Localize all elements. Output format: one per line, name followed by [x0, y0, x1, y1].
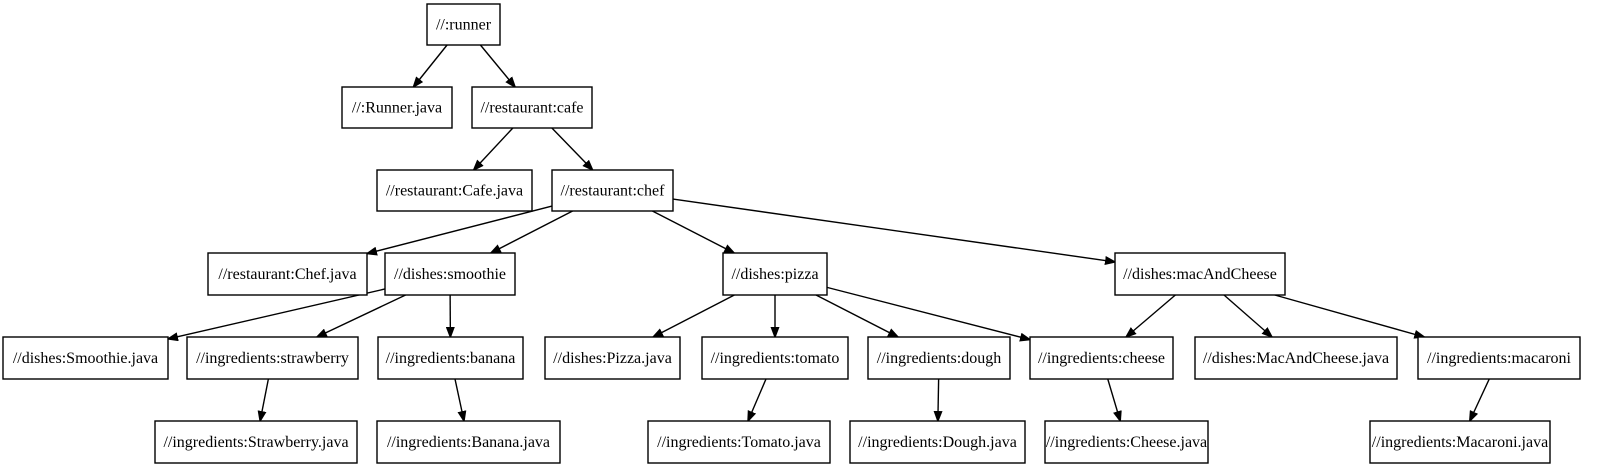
- edge-cheese--cheese-java: [1107, 378, 1122, 423]
- graph-node-box: [186, 336, 359, 380]
- edge-mac-and-cheese--mac-and-cheese-java: [1223, 294, 1274, 339]
- graph-node-strawberry: //ingredients:strawberry: [186, 336, 359, 380]
- edge-mac-and-cheese--cheese: [1124, 294, 1176, 339]
- graph-node-label: //ingredients:Strawberry.java: [163, 434, 348, 451]
- graph-node-macaroni: //ingredients:macaroni: [1417, 336, 1581, 380]
- edge-strawberry--strawberry-java: [257, 378, 270, 423]
- graph-node-label: //ingredients:banana: [386, 350, 516, 367]
- edge-pizza--cheese: [826, 286, 1032, 342]
- edge-chef--mac-and-cheese: [672, 198, 1117, 265]
- graph-node-box: [544, 336, 681, 380]
- graph-node-box: [384, 252, 516, 296]
- graph-node-label: //dishes:Smoothie.java: [13, 350, 158, 367]
- graph-node-pizza-java: //dishes:Pizza.java: [544, 336, 681, 380]
- edge-chef--chef-java: [365, 205, 553, 256]
- graph-node-cheese-java: //ingredients:Cheese.java: [1044, 420, 1209, 464]
- edge-mac-and-cheese--macaroni: [1274, 294, 1427, 339]
- graph-node-box: [376, 169, 533, 212]
- edge-banana--banana-java: [454, 378, 467, 423]
- graph-node-label: //dishes:macAndCheese: [1123, 266, 1277, 283]
- graph-node-box: [207, 252, 368, 296]
- graph-node-label: //dishes:pizza: [731, 266, 818, 283]
- graph-node-box: [849, 420, 1026, 464]
- graph-node-chef-java: //restaurant:Chef.java: [207, 252, 368, 296]
- graph-node-dough-java: //ingredients:Dough.java: [849, 420, 1026, 464]
- graph-node-runner-java: //:Runner.java: [341, 86, 453, 129]
- edge-smoothie--strawberry: [315, 294, 406, 338]
- edge-tomato--tomato-java: [747, 378, 767, 423]
- graph-node-box: [2, 336, 169, 380]
- graph-node-label: //restaurant:Cafe.java: [386, 183, 523, 200]
- graph-node-label: //:Runner.java: [352, 100, 442, 117]
- graph-node-label: //dishes:Pizza.java: [553, 350, 672, 367]
- graph-node-label: //restaurant:cafe: [480, 100, 583, 117]
- graph-node-label: //ingredients:Macaroni.java: [1372, 434, 1548, 451]
- edge-pizza--dough: [815, 294, 900, 338]
- graph-node-box: [471, 86, 593, 129]
- graph-node-label: //ingredients:tomato: [711, 350, 840, 367]
- graph-node-box: [647, 420, 831, 464]
- edge-pizza--pizza-java: [651, 294, 735, 338]
- graph-node-mac-and-cheese-java: //dishes:MacAndCheese.java: [1194, 336, 1398, 380]
- edge-chef--smoothie: [489, 210, 573, 254]
- graph-node-box: [154, 420, 358, 464]
- graph-node-box: [722, 252, 828, 296]
- graph-node-runner: //:runner: [426, 3, 501, 46]
- edge-cafe--cafe-java: [472, 127, 514, 172]
- graph-node-cafe-java: //restaurant:Cafe.java: [376, 169, 533, 212]
- graph-node-label: //ingredients:macaroni: [1427, 350, 1572, 367]
- graph-node-box: [1194, 336, 1398, 380]
- graph-node-box: [377, 336, 524, 380]
- edge-smoothie--smoothie-java: [166, 288, 386, 342]
- edge-runner--runner-java: [412, 44, 448, 89]
- graph-node-smoothie-java: //dishes:Smoothie.java: [2, 336, 169, 380]
- graph-node-chef: //restaurant:chef: [551, 169, 674, 212]
- graph-node-tomato-java: //ingredients:Tomato.java: [647, 420, 831, 464]
- graph-node-box: [376, 420, 561, 464]
- graph-node-tomato: //ingredients:tomato: [701, 336, 849, 380]
- graph-node-label: //ingredients:cheese: [1038, 350, 1165, 367]
- graph-node-box: [551, 169, 674, 212]
- graph-node-box: [1417, 336, 1581, 380]
- graph-node-box: [1369, 420, 1551, 464]
- graph-node-label: //ingredients:Banana.java: [387, 434, 550, 451]
- edge-runner--cafe: [479, 44, 517, 89]
- edge-cafe--chef: [551, 127, 595, 172]
- graph-node-box: [1029, 336, 1174, 380]
- graph-node-label: //ingredients:Cheese.java: [1046, 434, 1207, 451]
- edge-macaroni--macaroni-java: [1468, 378, 1490, 423]
- graph-node-cheese: //ingredients:cheese: [1029, 336, 1174, 380]
- graph-node-label: //ingredients:Tomato.java: [657, 434, 821, 451]
- graph-node-box: [426, 3, 501, 46]
- graph-node-box: [867, 336, 1011, 380]
- graph-node-label: //dishes:smoothie: [394, 266, 506, 283]
- graph-node-label: //dishes:MacAndCheese.java: [1203, 350, 1389, 367]
- edge-chef--pizza: [652, 210, 736, 254]
- graph-node-smoothie: //dishes:smoothie: [384, 252, 516, 296]
- graph-node-box: [701, 336, 849, 380]
- graph-node-box: [1044, 420, 1209, 464]
- graph-node-mac-and-cheese: //dishes:macAndCheese: [1114, 252, 1286, 296]
- graph-node-label: //ingredients:Dough.java: [858, 434, 1017, 451]
- graph-node-macaroni-java: //ingredients:Macaroni.java: [1369, 420, 1551, 464]
- graph-node-dough: //ingredients:dough: [867, 336, 1011, 380]
- graph-node-pizza: //dishes:pizza: [722, 252, 828, 296]
- graph-node-banana-java: //ingredients:Banana.java: [376, 420, 561, 464]
- graph-node-label: //restaurant:Chef.java: [218, 266, 356, 283]
- graph-node-label: //restaurant:chef: [561, 183, 666, 200]
- graph-node-cafe: //restaurant:cafe: [471, 86, 593, 129]
- graph-node-strawberry-java: //ingredients:Strawberry.java: [154, 420, 358, 464]
- graph-node-label: //ingredients:strawberry: [196, 350, 349, 367]
- graph-node-banana: //ingredients:banana: [377, 336, 524, 380]
- graph-node-box: [1114, 252, 1286, 296]
- edge-dough--dough-java: [933, 378, 943, 423]
- graph-node-box: [341, 86, 453, 129]
- graph-node-label: //ingredients:dough: [877, 350, 1001, 367]
- graph-node-label: //:runner: [436, 17, 492, 34]
